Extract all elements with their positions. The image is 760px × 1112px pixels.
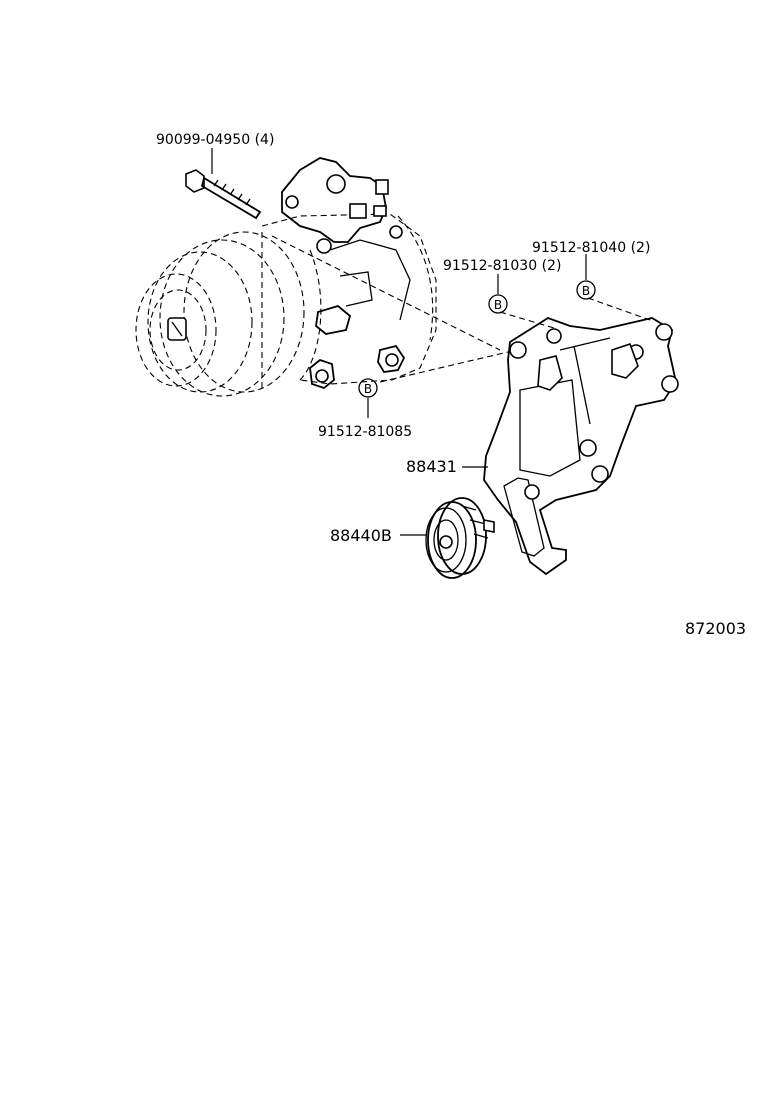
label-pulley-88440b: 88440B <box>330 526 392 545</box>
b-marker-label: B <box>364 382 372 396</box>
bracket-drawing <box>483 317 679 576</box>
leader-lines <box>211 148 587 536</box>
bolt-drawing <box>185 169 262 220</box>
pulley-drawing <box>425 497 495 579</box>
b-marker-81085: B <box>358 378 378 398</box>
label-bolt-91512-81085: 91512-81085 <box>318 424 412 440</box>
b-marker-81030: B <box>488 294 508 314</box>
label-bolt-91512-81030: 91512-81030 (2) <box>443 258 561 274</box>
assembly-lines <box>271 235 651 383</box>
label-bolt-91512-81040: 91512-81040 (2) <box>532 240 650 256</box>
label-bracket-88431: 88431 <box>406 457 457 476</box>
b-marker-81040: B <box>576 280 596 300</box>
b-marker-label: B <box>582 284 590 298</box>
diagram-ref-code: 872003 <box>685 619 746 638</box>
label-bolt-90099-04950: 90099-04950 (4) <box>156 132 274 148</box>
b-marker-label: B <box>494 298 502 312</box>
compressor-drawing <box>135 157 437 397</box>
